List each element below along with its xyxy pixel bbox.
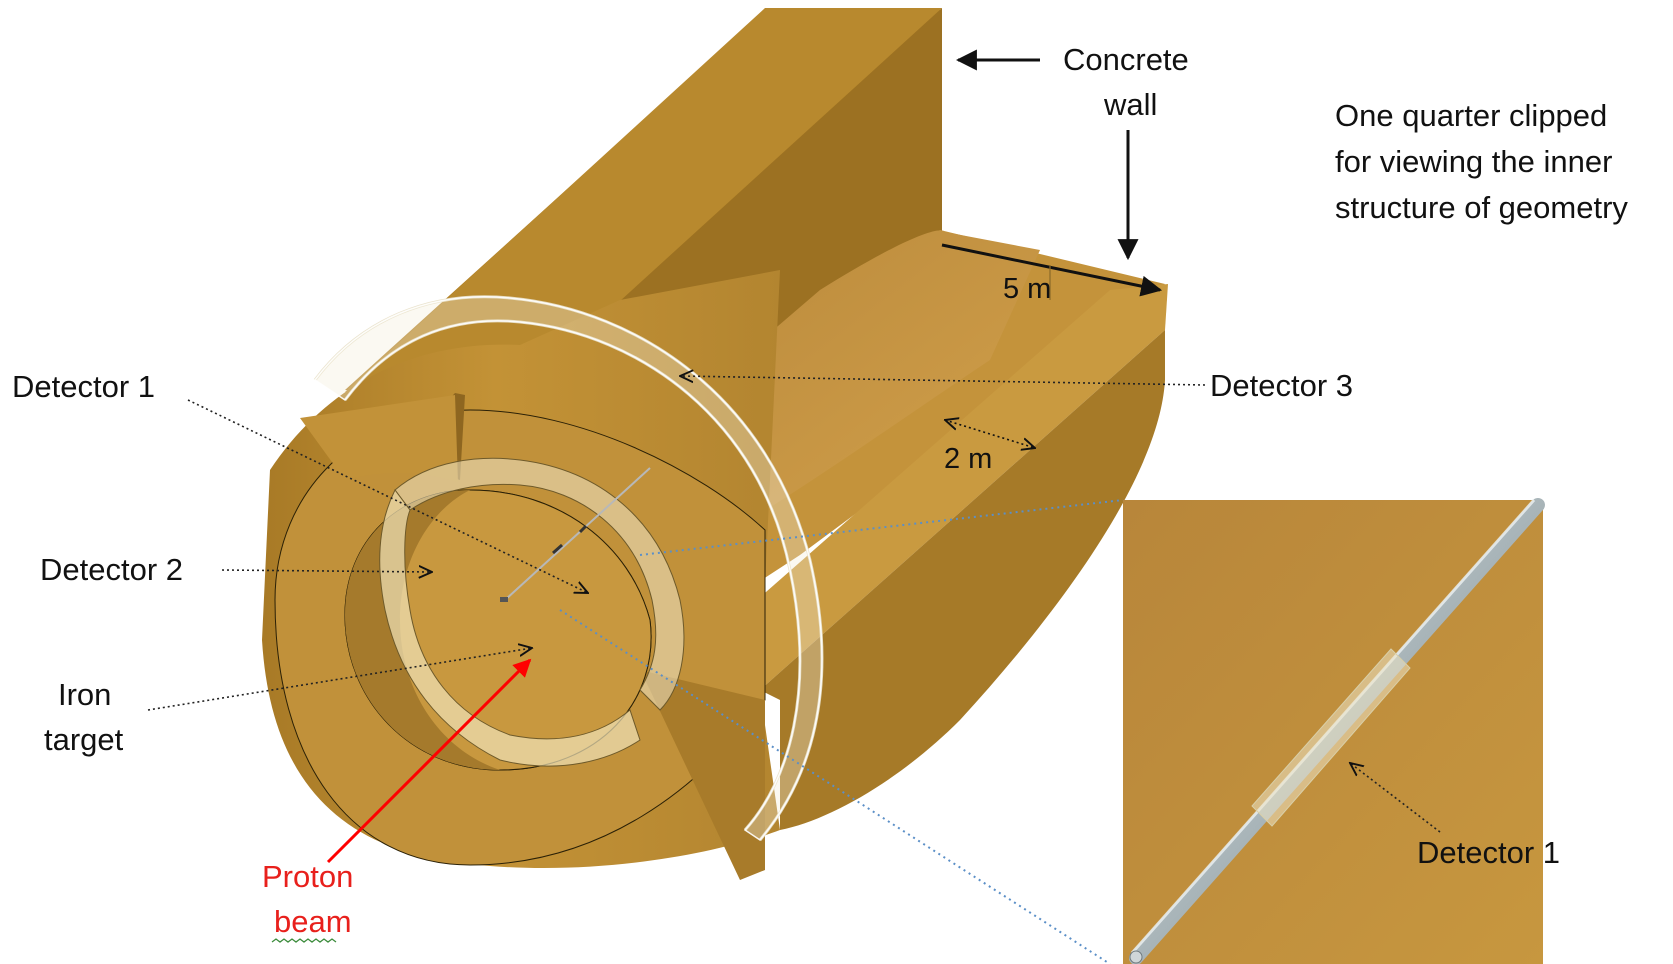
iron-target-label-line2: target [44, 722, 124, 757]
iron-target-label-line1: Iron [58, 677, 111, 712]
detector-2-ring [379, 457, 685, 767]
dim-5m-label: 5 m [1003, 273, 1051, 305]
iron-target [500, 597, 508, 602]
dim-2m-label: 2 m [944, 443, 992, 475]
proton-beam-arrow [326, 658, 532, 864]
note-line1: One quarter clipped [1335, 98, 1607, 133]
detector-3-ring [313, 295, 824, 841]
note-line2: for viewing the inner [1335, 144, 1612, 179]
dim-2m-arrow [945, 420, 1035, 448]
proton-beam-label-line2: beam [274, 904, 352, 939]
right-outer-side [760, 330, 1165, 830]
concrete-wall-label-line1: Concrete [1063, 42, 1189, 77]
inset-rod-end [1129, 950, 1143, 964]
inset-detector-1-leader [1350, 763, 1441, 833]
detector-1-leader [187, 399, 588, 593]
detector-2-label: Detector 2 [40, 552, 183, 587]
detector-1-marker-b [578, 524, 588, 534]
inset-detector-1-label: Detector 1 [1417, 835, 1560, 870]
dim-5m-arrow [941, 243, 1163, 297]
zoom-line-bottom [559, 609, 1111, 964]
inset-zoom-box [1123, 498, 1545, 964]
concrete-wall-label-line2: wall [1103, 87, 1157, 122]
spellcheck-squiggle [271, 938, 337, 943]
detector-3-label: Detector 3 [1210, 368, 1353, 403]
front-face-clip-edge [640, 670, 765, 880]
clip-notch-face [300, 395, 458, 482]
detector-1-label: Detector 1 [12, 369, 155, 404]
concrete-cylinder [262, 8, 1168, 880]
detector-2-leader [221, 570, 432, 572]
note-line3: structure of geometry [1335, 190, 1628, 225]
detector-1-marker [552, 543, 563, 555]
proton-beam-label-line1: Proton [262, 859, 353, 894]
beam-pipe [504, 467, 651, 601]
inset-detector-1-sleeve [1251, 648, 1411, 827]
